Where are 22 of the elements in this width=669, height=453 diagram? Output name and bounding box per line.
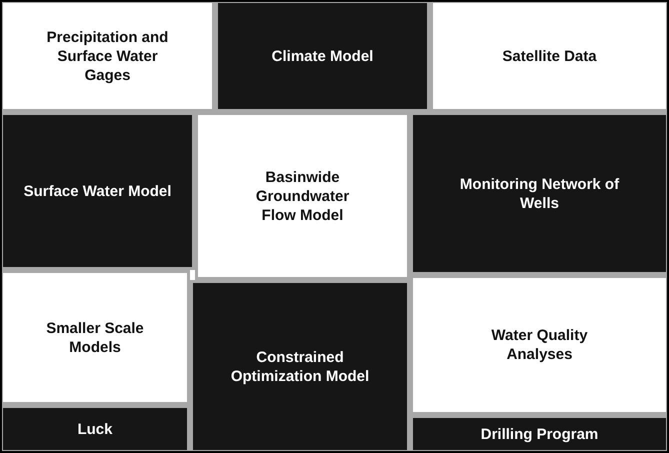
puzzle-piece bbox=[430, 0, 669, 112]
piece-label: Satellite Data bbox=[502, 46, 597, 66]
piece-label: Monitoring Network of Wells bbox=[458, 174, 620, 212]
puzzle-piece bbox=[410, 112, 669, 275]
puzzle-piece bbox=[0, 405, 190, 453]
puzzle-piece bbox=[410, 275, 669, 415]
puzzle-piece bbox=[190, 280, 410, 453]
piece-label: Basinwide Groundwater Flow Model bbox=[254, 168, 350, 224]
puzzle-piece bbox=[0, 0, 215, 112]
piece-label: Luck bbox=[77, 420, 112, 438]
puzzle-piece bbox=[215, 0, 430, 112]
puzzle-piece bbox=[0, 112, 195, 270]
puzzle-piece bbox=[195, 112, 410, 280]
piece-label: Precipitation and Surface Water Gages bbox=[46, 28, 170, 84]
piece-label: Smaller Scale Models bbox=[45, 318, 145, 356]
piece-label: Constrained Optimization Model bbox=[230, 348, 370, 386]
puzzle-piece bbox=[0, 270, 190, 405]
piece-label: Water Quality Analyses bbox=[490, 326, 589, 364]
puzzle-piece bbox=[410, 415, 669, 453]
piece-label: Drilling Program bbox=[480, 424, 598, 444]
piece-label: Surface Water Model bbox=[24, 182, 172, 200]
piece-label: Climate Model bbox=[272, 46, 374, 66]
